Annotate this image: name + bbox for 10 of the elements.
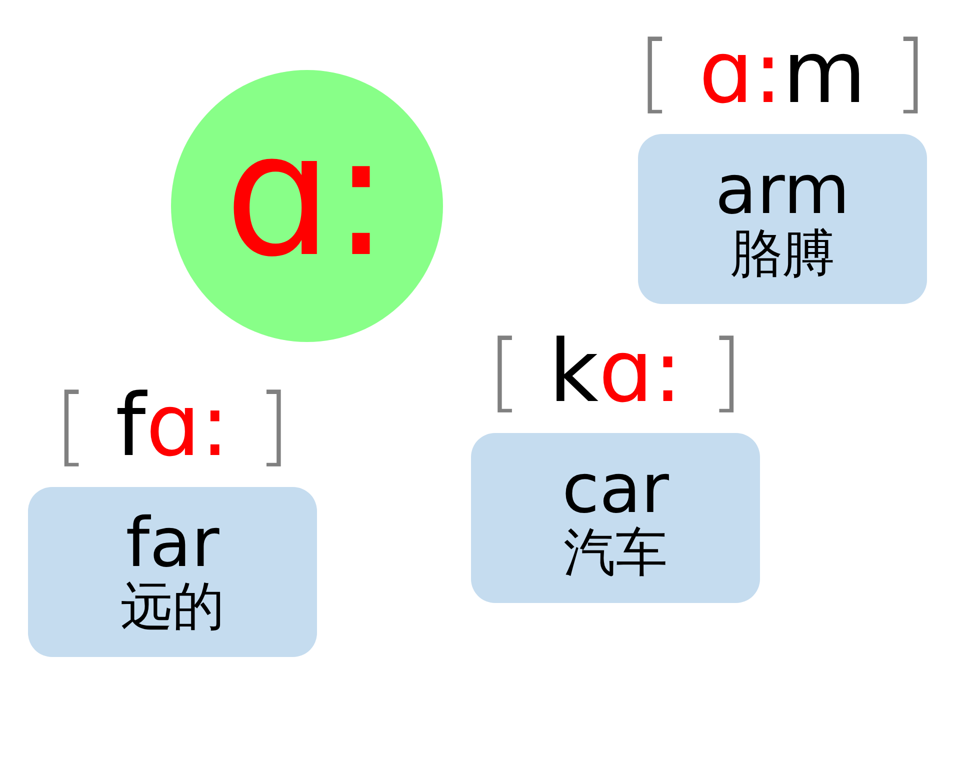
phonetic-transcription: [ ɑ:m ]	[638, 30, 927, 116]
phonetic-transcription: [ fɑ: ]	[54, 383, 292, 469]
phoneme-symbol: ɑ:	[224, 111, 390, 281]
chinese-translation: 汽车	[564, 525, 668, 582]
chinese-translation: 远的	[120, 579, 224, 636]
phonetic-transcription: [ kɑ: ]	[486, 329, 744, 415]
english-word: car	[562, 454, 669, 526]
chinese-translation: 胳膊	[730, 226, 834, 284]
english-word: far	[126, 508, 220, 580]
english-word: arm	[715, 154, 850, 226]
